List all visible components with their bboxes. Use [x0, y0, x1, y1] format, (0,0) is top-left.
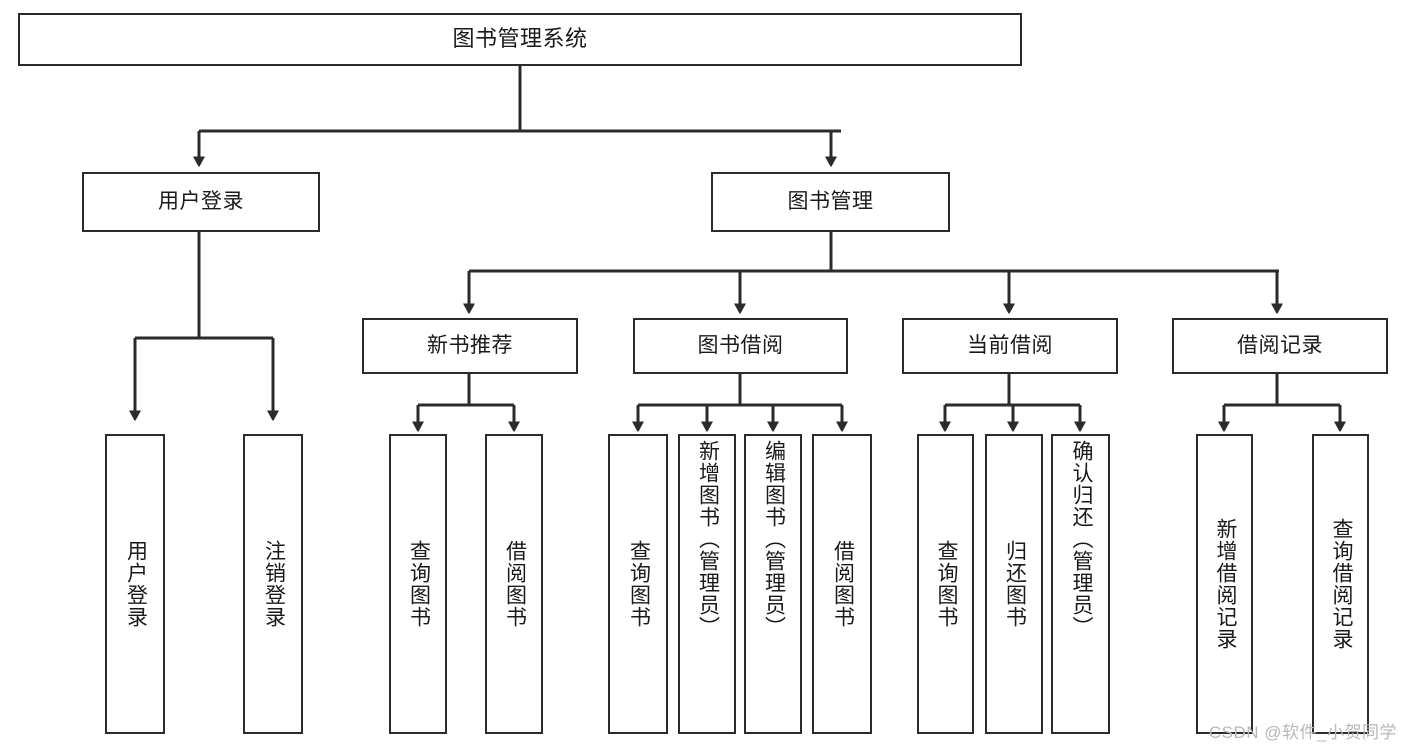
node-user-login[interactable]: 用户登录 — [82, 172, 320, 232]
node-borrow-record[interactable]: 借阅记录 — [1172, 318, 1388, 374]
node-leaf-user-logout[interactable]: 注销登录 — [243, 434, 303, 734]
node-leaf-borrow-book-2-label: 借阅图书 — [831, 540, 855, 628]
node-leaf-query-book-2[interactable]: 查询图书 — [608, 434, 668, 734]
node-leaf-query-record[interactable]: 查询借阅记录 — [1312, 434, 1369, 734]
node-leaf-edit-book-label: 编辑图书（管理员） — [762, 440, 786, 638]
node-leaf-query-book-1-label: 查询图书 — [407, 540, 431, 628]
node-leaf-add-book-label: 新增图书（管理员） — [696, 440, 720, 638]
node-new-book-recommend[interactable]: 新书推荐 — [362, 318, 578, 374]
node-current-borrow[interactable]: 当前借阅 — [902, 318, 1118, 374]
node-book-borrow-label: 图书借阅 — [697, 334, 784, 358]
node-leaf-add-record-label: 新增借阅记录 — [1213, 518, 1237, 650]
node-root-system[interactable]: 图书管理系统 — [18, 13, 1022, 66]
node-book-management-label: 图书管理 — [787, 190, 874, 214]
node-leaf-user-login[interactable]: 用户登录 — [105, 434, 165, 734]
node-root-label: 图书管理系统 — [452, 26, 588, 52]
node-leaf-user-login-label: 用户登录 — [124, 540, 148, 628]
node-user-login-label: 用户登录 — [158, 190, 244, 214]
node-leaf-borrow-book-1-label: 借阅图书 — [503, 540, 527, 628]
node-book-management[interactable]: 图书管理 — [711, 172, 950, 232]
node-leaf-query-book-3[interactable]: 查询图书 — [917, 434, 974, 734]
node-leaf-return-book-label: 归还图书 — [1003, 540, 1027, 628]
node-leaf-return-book[interactable]: 归还图书 — [985, 434, 1043, 734]
node-current-borrow-label: 当前借阅 — [967, 334, 1053, 358]
node-leaf-query-book-1[interactable]: 查询图书 — [389, 434, 447, 734]
node-leaf-confirm-return[interactable]: 确认归还（管理员） — [1051, 434, 1110, 734]
node-leaf-borrow-book-1[interactable]: 借阅图书 — [485, 434, 543, 734]
node-book-borrow[interactable]: 图书借阅 — [633, 318, 848, 374]
node-leaf-query-book-2-label: 查询图书 — [627, 540, 651, 628]
node-leaf-add-book[interactable]: 新增图书（管理员） — [678, 434, 736, 734]
node-new-book-recommend-label: 新书推荐 — [427, 334, 513, 358]
node-leaf-edit-book[interactable]: 编辑图书（管理员） — [744, 434, 802, 734]
node-leaf-query-record-label: 查询借阅记录 — [1329, 518, 1353, 650]
node-borrow-record-label: 借阅记录 — [1237, 334, 1323, 358]
node-leaf-borrow-book-2[interactable]: 借阅图书 — [812, 434, 872, 734]
node-leaf-confirm-return-label: 确认归还（管理员） — [1069, 440, 1093, 638]
node-leaf-user-logout-label: 注销登录 — [262, 540, 286, 628]
node-leaf-add-record[interactable]: 新增借阅记录 — [1196, 434, 1253, 734]
node-leaf-query-book-3-label: 查询图书 — [934, 540, 958, 628]
